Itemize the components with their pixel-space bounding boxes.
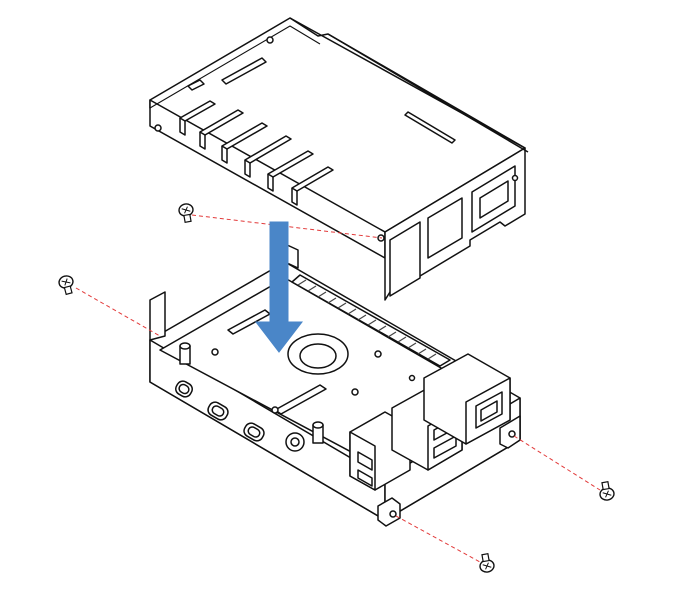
guide-line-left xyxy=(75,287,161,337)
guide-line-top-left xyxy=(191,214,383,239)
screw-icon xyxy=(597,480,616,502)
alignment-guides xyxy=(75,214,601,563)
enclosure-base-with-board xyxy=(149,243,521,527)
enclosure-cover xyxy=(149,17,529,301)
guide-line-bottom xyxy=(395,515,481,563)
down-arrow-icon xyxy=(254,221,304,353)
guide-line-right xyxy=(513,435,601,491)
screw-icon xyxy=(177,202,196,224)
screw-icon xyxy=(56,273,77,297)
screw-icon xyxy=(477,552,496,574)
